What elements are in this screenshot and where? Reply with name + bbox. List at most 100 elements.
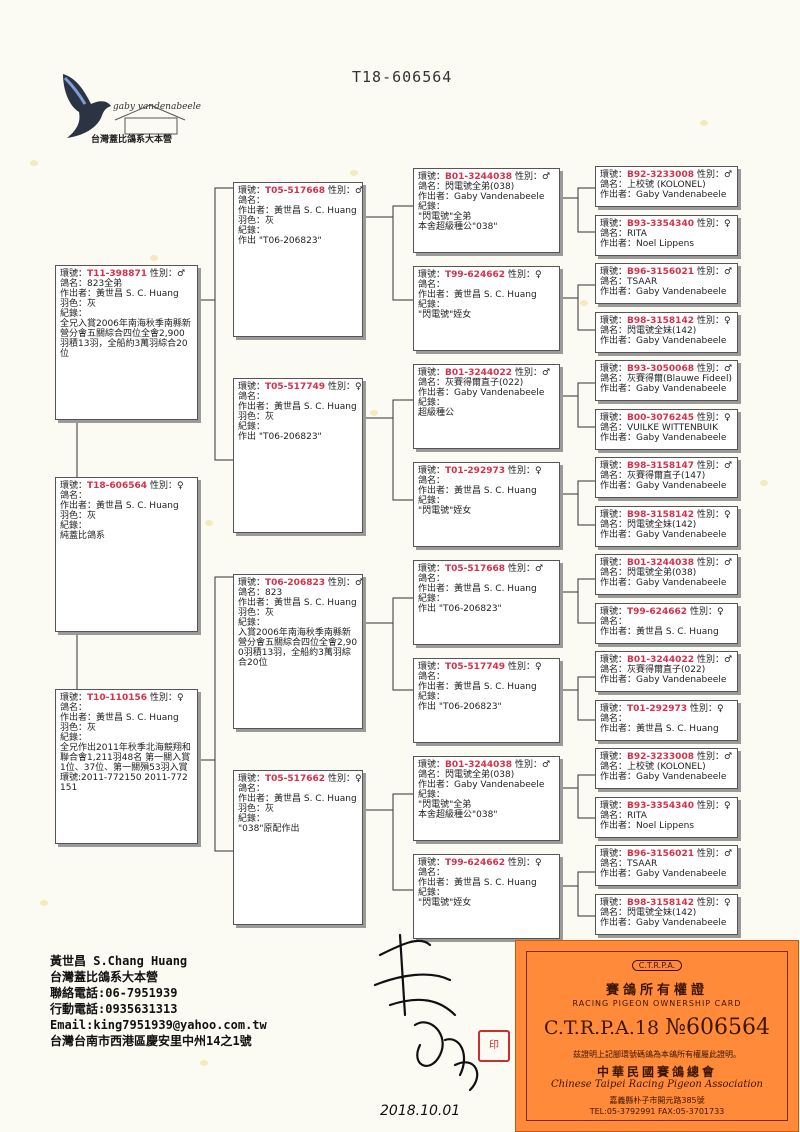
info-line: 作出者：黃世昌 S. C. Huang xyxy=(60,289,179,299)
info-line: 紀錄： xyxy=(60,521,88,531)
ring-prefix: 環號： xyxy=(418,466,446,476)
info-line: 鴿名：閃電號全弟(038) xyxy=(418,770,515,780)
info-line: 作出者：Gaby Vandenabeele xyxy=(600,481,727,491)
info-line: 鴿名： xyxy=(238,784,266,794)
info-line: 作出者：黃世昌 S. C. Huang xyxy=(418,290,537,300)
sex-prefix: 性別： xyxy=(696,849,724,859)
ring-prefix: 環號： xyxy=(600,267,628,277)
ring-number: B92-3233008 xyxy=(627,752,694,762)
info-line: 作出 "T06-206823" xyxy=(238,236,322,246)
info-line: 紀錄： xyxy=(418,300,446,310)
info-line: 作出者：Gaby Vandenabeele xyxy=(600,917,727,928)
ring-prefix: 環號： xyxy=(600,703,628,714)
info-line: 作出者：黃世昌 S. C. Huang xyxy=(238,598,357,608)
sex-symbol: ♂ xyxy=(355,578,363,588)
card-border xyxy=(526,951,788,1121)
ring-number: B01-3244022 xyxy=(445,368,512,378)
info-line: 羽色：灰 xyxy=(60,299,97,309)
info-line: 作出者：黃世昌 S. C. Huang xyxy=(60,713,179,723)
ring-prefix: 環號： xyxy=(238,382,266,392)
ring-number: T01-292973 xyxy=(627,703,687,714)
info-line: 作出者：黃世昌 S. C. Huang xyxy=(238,794,357,804)
info-line: 紀錄： xyxy=(418,202,446,212)
sex-prefix: 性別： xyxy=(696,267,724,277)
info-line: 作出者：Gaby Vandenabeele xyxy=(600,869,727,879)
info-line: 紀錄： xyxy=(238,226,266,236)
info-line: 羽色：灰 xyxy=(60,723,97,733)
ring-number: B98-3158147 xyxy=(627,461,694,471)
sex-symbol: ♀ xyxy=(724,897,731,908)
info-line: 鴿名： xyxy=(418,476,446,486)
sex-symbol: ♀ xyxy=(724,218,731,229)
sex-symbol: ♀ xyxy=(177,693,184,703)
red-seal-stamp: 印 xyxy=(478,1030,510,1062)
info-line: 鴿名：灰賽得爾直子(022) xyxy=(600,665,706,675)
sex-prefix: 性別： xyxy=(150,693,178,703)
logo-brand: gaby vandenabeele xyxy=(113,102,201,112)
info-line: 作出者：Gaby Vandenabeele xyxy=(418,192,545,202)
sex-prefix: 性別： xyxy=(508,564,536,574)
ring-prefix: 環號： xyxy=(418,564,446,574)
info-line: 作出者：黃世昌 S. C. Huang xyxy=(600,723,719,734)
ring-number: B93-3354340 xyxy=(627,218,694,229)
sex-prefix: 性別： xyxy=(514,368,542,378)
handwritten-signature: 2018.10.01 xyxy=(373,933,479,1119)
info-line: 作出者：Gaby Vandenabeele xyxy=(600,578,727,588)
sex-prefix: 性別： xyxy=(696,170,724,180)
ring-prefix: 環號： xyxy=(60,481,88,491)
ring-prefix: 環號： xyxy=(238,186,266,196)
ring-number: T11-398871 xyxy=(87,269,147,279)
ring-number: B98-3158142 xyxy=(627,315,694,326)
info-line: 作出者：Gaby Vandenabeele xyxy=(600,190,727,200)
ring-prefix: 環號： xyxy=(418,760,446,770)
sex-prefix: 性別： xyxy=(328,382,356,392)
ring-prefix: 環號： xyxy=(600,558,628,568)
info-line: 作出者：Gaby Vandenabeele xyxy=(600,529,727,540)
card-phone: TEL:05-3792991 FAX:05-3701733 xyxy=(589,1107,725,1116)
sex-symbol: ♀ xyxy=(535,662,542,672)
info-line: 紀錄： xyxy=(60,309,88,319)
sex-prefix: 性別： xyxy=(696,412,724,423)
ring-prefix: 環號： xyxy=(600,315,628,326)
ring-number: T05-517668 xyxy=(445,564,505,574)
sex-symbol: ♂ xyxy=(542,760,551,770)
info-line: 羽色：灰 xyxy=(238,608,275,618)
record-note: 入賞2006年南海秋季南縣新營分會五關綜合四位全會2,900羽積13羽，全船約3… xyxy=(238,628,358,668)
sex-symbol: ♂ xyxy=(724,655,733,665)
sex-prefix: 性別： xyxy=(508,662,536,672)
info-line: 鴿名： xyxy=(600,713,628,724)
ownership-card: C.T.R.P.A. 賽鴿所有權證 RACING PIGEON OWNERSHI… xyxy=(515,940,799,1132)
ring-prefix: 環號： xyxy=(418,662,446,672)
ring-number: B01-3244038 xyxy=(627,558,694,568)
breeder-name: 黃世昌 S.Chang Huang xyxy=(50,954,188,968)
info-line: 作出者：黃世昌 S. C. Huang xyxy=(418,878,537,888)
info-line: 作出者：Gaby Vandenabeele xyxy=(600,432,727,443)
info-line: 紀錄： xyxy=(238,814,266,824)
sex-prefix: 性別： xyxy=(696,800,724,811)
ring-number: B01-3244038 xyxy=(445,172,512,182)
info-line: 鴿名：閃電號全妹(142) xyxy=(600,325,697,336)
ring-prefix: 環號： xyxy=(600,461,628,471)
